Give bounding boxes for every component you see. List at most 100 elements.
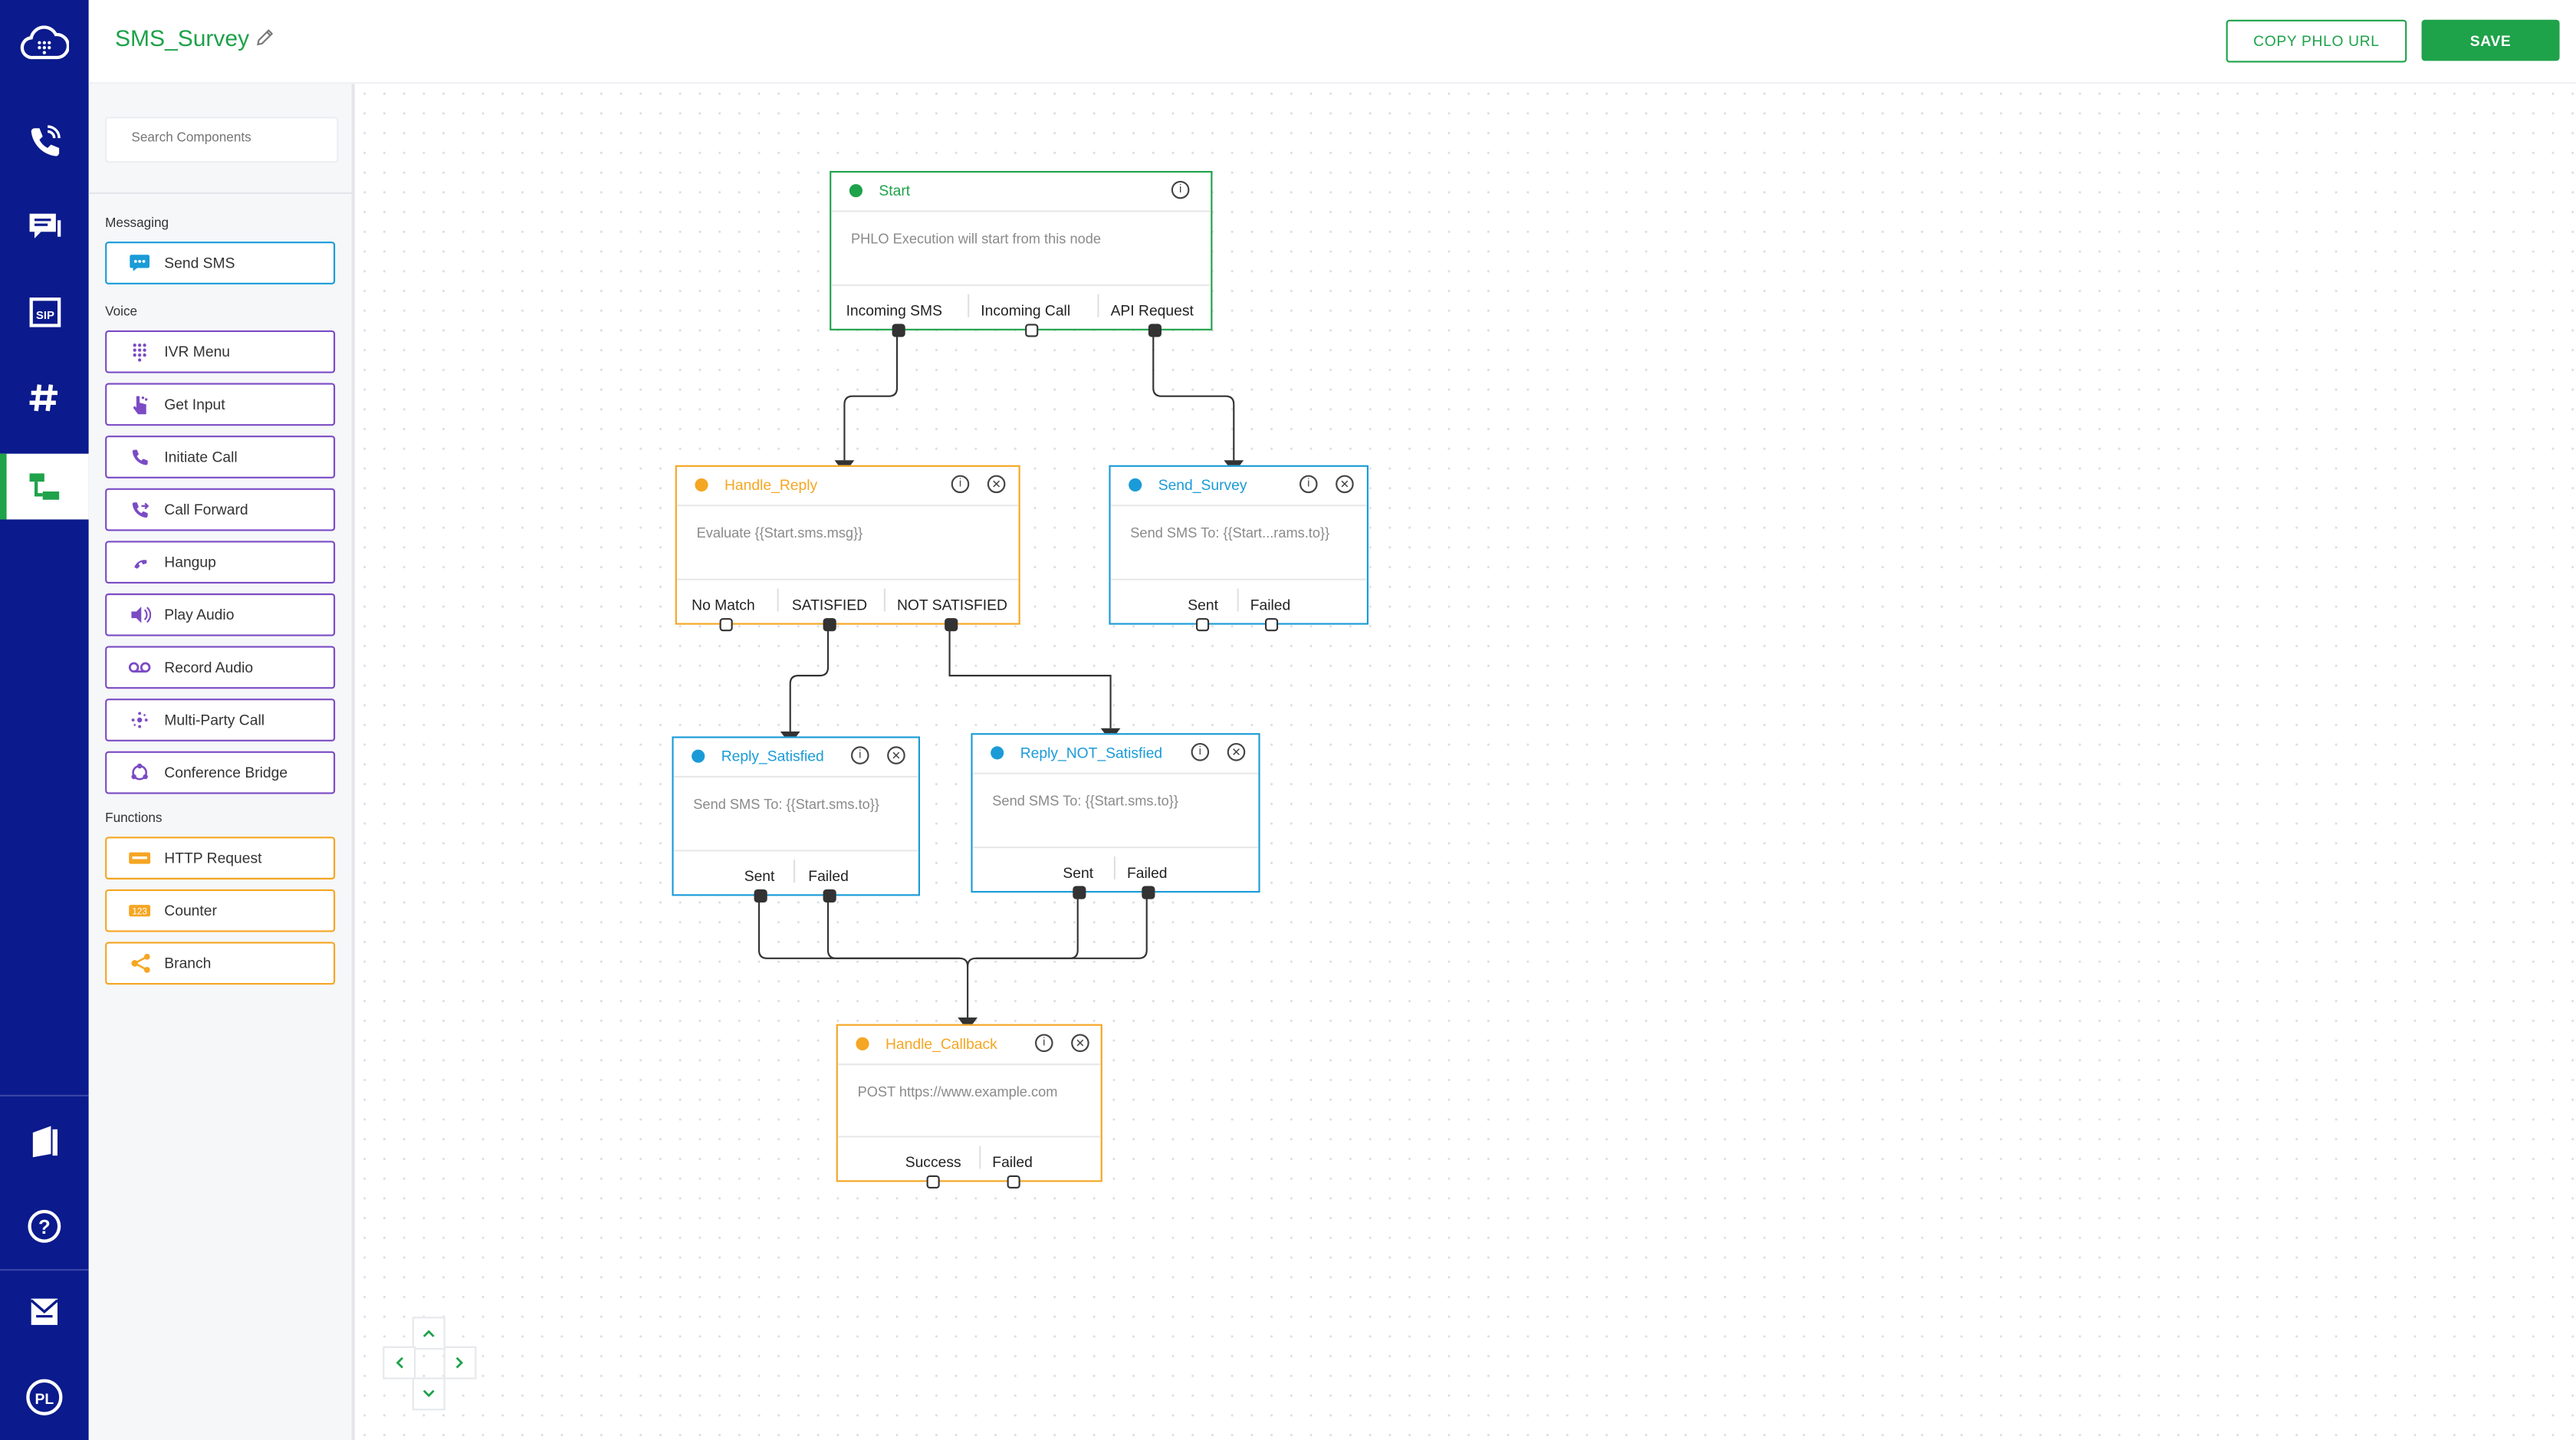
- node-description: PHLO Execution will start from this node: [851, 230, 1101, 247]
- keypad-icon: [128, 340, 151, 363]
- chevron-up-icon: [422, 1330, 435, 1337]
- account-icon[interactable]: PL: [0, 1364, 89, 1430]
- node-handle-callback[interactable]: Handle_Callback i ✕ POST https://www.exa…: [836, 1024, 1102, 1188]
- port-failed[interactable]: [823, 889, 836, 902]
- mail-icon[interactable]: [0, 1279, 89, 1345]
- node-send-survey[interactable]: Send_Survey i ✕ Send SMS To: {{Start...r…: [1109, 465, 1368, 632]
- component-multi-party-call[interactable]: Multi-Party Call: [105, 699, 336, 741]
- section-label-messaging: Messaging: [105, 215, 169, 231]
- status-dot: [1129, 478, 1142, 492]
- phlo-icon[interactable]: [0, 453, 89, 520]
- component-label: Conference Bridge: [164, 764, 288, 781]
- node-ports: Sent Failed: [1110, 578, 1367, 632]
- svg-text:PL: PL: [35, 1392, 54, 1408]
- port-not-satisfied[interactable]: [945, 618, 958, 632]
- component-label: Call Forward: [164, 501, 248, 518]
- component-get-input[interactable]: Get Input: [105, 383, 336, 426]
- info-icon[interactable]: i: [1171, 180, 1190, 199]
- phlo-title[interactable]: SMS_Survey: [115, 25, 250, 51]
- messaging-icon[interactable]: [0, 194, 89, 260]
- port-incoming-sms[interactable]: [892, 324, 905, 337]
- pan-down-button[interactable]: [412, 1377, 445, 1411]
- component-label: Hangup: [164, 554, 216, 570]
- call-forward-icon: [128, 498, 151, 521]
- component-record-audio[interactable]: Record Audio: [105, 646, 336, 689]
- chevron-down-icon: [422, 1389, 435, 1398]
- node-description: Evaluate {{Start.sms.msg}}: [696, 524, 863, 541]
- node-reply-not-satisfied[interactable]: Reply_NOT_Satisfied i ✕ Send SMS To: {{S…: [971, 733, 1260, 899]
- node-header: Handle_Reply i ✕: [676, 467, 1019, 507]
- component-send-sms[interactable]: Send SMS: [105, 242, 336, 284]
- docs-icon[interactable]: [0, 1108, 89, 1174]
- node-reply-satisfied[interactable]: Reply_Satisfied i ✕ Send SMS To: {{Start…: [672, 736, 920, 902]
- port-no-match[interactable]: [719, 618, 733, 632]
- port-failed[interactable]: [1007, 1175, 1020, 1188]
- save-button[interactable]: SAVE: [2421, 19, 2560, 61]
- component-branch[interactable]: Branch: [105, 942, 336, 985]
- close-icon[interactable]: ✕: [1336, 475, 1354, 494]
- chevron-right-icon: [455, 1356, 464, 1369]
- component-conference-bridge[interactable]: Conference Bridge: [105, 751, 336, 794]
- status-dot: [991, 746, 1004, 760]
- port-sent[interactable]: [754, 889, 767, 902]
- sip-icon[interactable]: SIP: [0, 279, 89, 345]
- component-hangup[interactable]: Hangup: [105, 541, 336, 584]
- help-icon[interactable]: ?: [0, 1193, 89, 1259]
- port-label: Failed: [808, 867, 849, 885]
- pencil-icon[interactable]: [255, 26, 274, 56]
- port-satisfied[interactable]: [823, 618, 836, 632]
- info-icon[interactable]: i: [951, 475, 970, 494]
- node-header: Send_Survey i ✕: [1110, 467, 1367, 507]
- component-play-audio[interactable]: Play Audio: [105, 593, 336, 636]
- hashtag-icon[interactable]: [0, 365, 89, 431]
- close-icon[interactable]: ✕: [887, 746, 905, 764]
- top-header: SMS_Survey COPY PHLO URL SAVE: [88, 0, 2576, 84]
- section-label-voice: Voice: [105, 304, 138, 319]
- info-icon[interactable]: i: [851, 746, 869, 764]
- svg-text:?: ?: [38, 1217, 51, 1238]
- node-description: Send SMS To: {{Start...rams.to}}: [1130, 524, 1330, 541]
- port-success[interactable]: [926, 1175, 940, 1188]
- info-icon[interactable]: i: [1300, 475, 1318, 494]
- component-label: Get Input: [164, 396, 225, 413]
- component-initiate-call[interactable]: Initiate Call: [105, 436, 336, 478]
- search-components[interactable]: [105, 117, 339, 163]
- rail-divider: [0, 1094, 89, 1096]
- phone-icon[interactable]: [0, 108, 89, 174]
- node-ports: Incoming SMS Incoming Call API Request: [831, 284, 1211, 337]
- close-icon[interactable]: ✕: [1227, 743, 1246, 761]
- phone-icon: [128, 445, 151, 468]
- component-http-request[interactable]: HTTP Request: [105, 837, 336, 879]
- copy-phlo-url-button[interactable]: COPY PHLO URL: [2226, 19, 2407, 63]
- component-ivr-menu[interactable]: IVR Menu: [105, 330, 336, 373]
- port-divider: [1113, 856, 1116, 879]
- port-sent[interactable]: [1196, 618, 1210, 632]
- cloud-logo-icon[interactable]: [0, 10, 89, 76]
- port-label: Sent: [1063, 864, 1094, 882]
- rail-divider: [0, 1269, 89, 1271]
- status-dot: [849, 184, 863, 198]
- port-sent[interactable]: [1073, 886, 1086, 899]
- info-icon[interactable]: i: [1035, 1034, 1053, 1053]
- port-failed[interactable]: [1265, 618, 1279, 632]
- port-label: Incoming Call: [981, 302, 1071, 319]
- port-incoming-call[interactable]: [1025, 324, 1039, 337]
- info-icon[interactable]: i: [1191, 743, 1210, 761]
- port-divider: [794, 860, 796, 883]
- port-label: No Match: [692, 597, 755, 613]
- component-counter[interactable]: 123 Counter: [105, 889, 336, 932]
- component-label: Play Audio: [164, 607, 235, 623]
- search-components-input[interactable]: [128, 128, 332, 146]
- node-title: Start: [879, 182, 911, 199]
- node-start[interactable]: Start i PHLO Execution will start from t…: [830, 170, 1213, 337]
- pan-right-button[interactable]: [443, 1346, 477, 1379]
- close-icon[interactable]: ✕: [987, 475, 1006, 494]
- port-api-request[interactable]: [1148, 324, 1162, 337]
- pan-up-button[interactable]: [412, 1317, 445, 1350]
- node-handle-reply[interactable]: Handle_Reply i ✕ Evaluate {{Start.sms.ms…: [675, 465, 1020, 632]
- close-icon[interactable]: ✕: [1071, 1034, 1089, 1053]
- port-divider: [777, 588, 779, 612]
- port-failed[interactable]: [1142, 886, 1155, 899]
- component-call-forward[interactable]: Call Forward: [105, 488, 336, 531]
- pan-left-button[interactable]: [383, 1346, 416, 1379]
